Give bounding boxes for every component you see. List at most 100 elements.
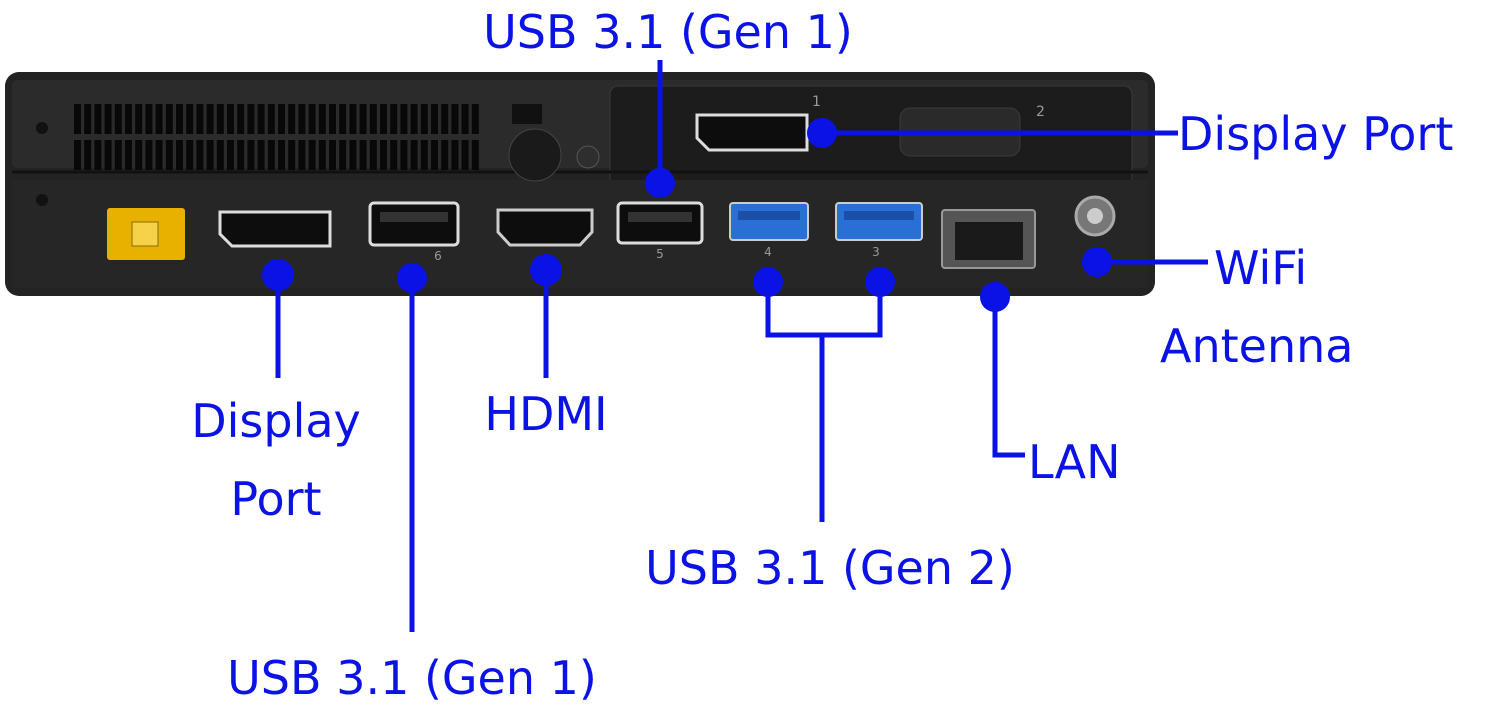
label-displayport-right: Display Port [1178,107,1453,161]
usb-port-6 [368,201,460,247]
vent-slot [186,104,194,134]
vent-slot [74,140,81,170]
vent-slot [257,140,265,170]
label-port: Port [230,472,321,526]
vent-slot [145,140,153,170]
vent-slot [288,140,296,170]
vent-slot [441,104,449,134]
vent-slot [84,140,92,170]
vent-slot [390,140,398,170]
vent-slot [196,140,204,170]
vent-slot [247,104,255,134]
usb-port-5: 5 [616,201,704,261]
vent-slot [104,140,112,170]
vent-slot [431,104,438,134]
vent-slot [237,104,245,134]
vent-slot [125,104,132,134]
lan-port [941,209,1036,269]
slot-number-2: 2 [1036,104,1045,120]
callout-lan [980,282,1025,458]
wifi-antenna-connector [1074,195,1116,237]
label-lan: LAN [1028,435,1121,489]
vent-slot [308,104,316,134]
label-usb-gen1-top: USB 3.1 (Gen 1) [483,5,853,59]
vent-slot [278,140,285,170]
vent-slot [247,140,255,170]
vent-slot [451,140,459,170]
label-hdmi: HDMI [484,387,607,441]
label-usb-gen1-bottom: USB 3.1 (Gen 1) [227,651,597,705]
vent-slot [216,140,224,170]
vent-slot [339,140,347,170]
vent-grille [74,104,479,170]
vent-slot [165,104,173,134]
port-number-3: 3 [872,245,880,259]
vent-slot [318,140,326,170]
vent-slot [186,140,194,170]
vent-slot [227,140,234,170]
vent-slot [380,104,387,134]
vent-slot [104,104,112,134]
vent-slot [349,104,357,134]
vent-slot [196,104,204,134]
vent-slot [125,140,132,170]
vent-slot [410,104,418,134]
vent-slot [155,104,163,134]
vent-slot [400,140,408,170]
port-number-1: 1 [812,94,821,110]
vent-slot [176,140,183,170]
vent-slot [227,104,234,134]
vent-slot [206,140,214,170]
callout-hdmi [530,254,562,378]
vent-slot [420,104,428,134]
callout-displayport-right [807,118,1178,148]
label-wifi: WiFi [1214,241,1307,295]
vent-slot [431,140,438,170]
vent-slot [114,104,122,134]
vent-slot [135,140,143,170]
vent-slot [267,140,275,170]
vent-slot [298,104,306,134]
callout-usb-gen1-top [645,60,675,198]
vent-slot [94,140,102,170]
vent-slot [94,104,102,134]
callout-wifi [1082,247,1208,277]
label-display: Display [191,394,361,448]
vent-slot [471,140,479,170]
callout-displayport-left [262,259,294,378]
vent-slot [369,104,377,134]
port-number-4: 4 [764,245,772,259]
vent-slot [359,104,367,134]
vent-slot [267,104,275,134]
callout-usb-gen2 [753,267,895,522]
vent-slot [298,140,306,170]
vent-slot [461,140,469,170]
callout-usb-gen1-bottom [397,263,427,632]
vent-slot [288,104,296,134]
vent-slot [74,104,81,134]
vent-slot [155,140,163,170]
vent-slot [216,104,224,134]
vent-slot [410,140,418,170]
vent-slot [349,140,357,170]
vent-slot [165,140,173,170]
vent-slot [329,104,336,134]
port-number-5: 5 [656,247,664,261]
vent-slot [400,104,408,134]
vent-slot [135,104,143,134]
vent-slot [441,140,449,170]
vent-slot [237,140,245,170]
displayport-port-left [218,210,332,248]
label-antenna: Antenna [1160,319,1353,373]
hdmi-port [496,208,594,247]
vent-slot [420,140,428,170]
vent-slot [84,104,92,134]
vent-slot [257,104,265,134]
port-number-6: 6 [434,249,442,263]
usb-gen2-port-3: 3 [835,202,923,259]
vent-slot [471,104,479,134]
vent-slot [339,104,347,134]
vent-slot [461,104,469,134]
vent-slot [145,104,153,134]
